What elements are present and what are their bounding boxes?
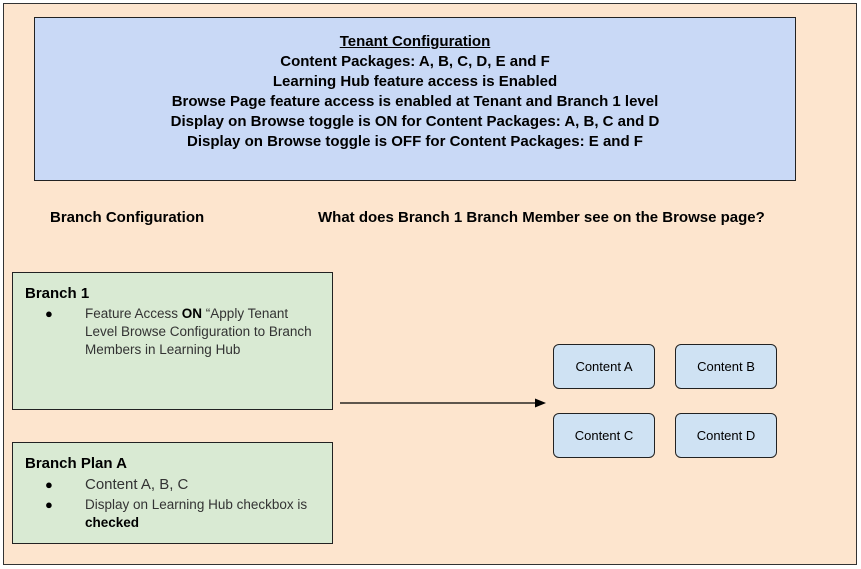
branch-plan-checkbox-item: ● Display on Learning Hub checkbox is ch… [25,496,320,532]
tenant-line-learning-hub: Learning Hub feature access is Enabled [272,73,558,90]
arrow-connector [340,398,546,408]
tenant-configuration-title: Tenant Configuration [339,33,491,50]
branch-plan-content-item: ● Content A, B, C [25,475,320,495]
diagram-canvas: Tenant Configuration Content Packages: A… [3,3,857,565]
branch-configuration-heading: Branch Configuration [50,209,205,226]
branch-plan-a-box: Branch Plan A ● Content A, B, C ● Displa… [12,442,333,544]
branch-1-box: Branch 1 ● Feature Access ON “Apply Tena… [12,272,333,410]
tenant-line-browse-page: Browse Page feature access is enabled at… [171,93,659,110]
branch-plan-a-title: Branch Plan A [25,455,127,472]
question-heading: What does Branch 1 Branch Member see on … [318,209,765,226]
content-b-box: Content B [675,344,777,389]
tenant-configuration-box: Tenant Configuration Content Packages: A… [34,17,796,181]
tenant-line-content-packages: Content Packages: A, B, C, D, E and F [280,53,550,70]
bullet-glyph: ● [45,477,53,492]
content-c-box: Content C [553,413,655,458]
tenant-line-toggle-off: Display on Browse toggle is OFF for Cont… [187,133,643,150]
content-a-box: Content A [553,344,655,389]
branch-1-feature-access-item: ● Feature Access ON “Apply Tenant Level … [25,305,320,359]
content-d-box: Content D [675,413,777,458]
feature-access-state: ON [181,306,203,321]
checkbox-label: Display on Learning Hub checkbox is [85,497,308,512]
bullet-glyph: ● [45,306,53,321]
branch-plan-content-text: Content A, B, C [85,476,189,493]
tenant-line-toggle-on: Display on Browse toggle is ON for Conte… [170,113,660,130]
feature-access-label: Feature Access [85,306,182,321]
bullet-glyph: ● [45,497,53,512]
checkbox-state: checked [85,515,140,530]
branch-1-title: Branch 1 [25,285,90,302]
feature-access-description: “Apply Tenant Level Browse Configuration… [85,306,312,357]
